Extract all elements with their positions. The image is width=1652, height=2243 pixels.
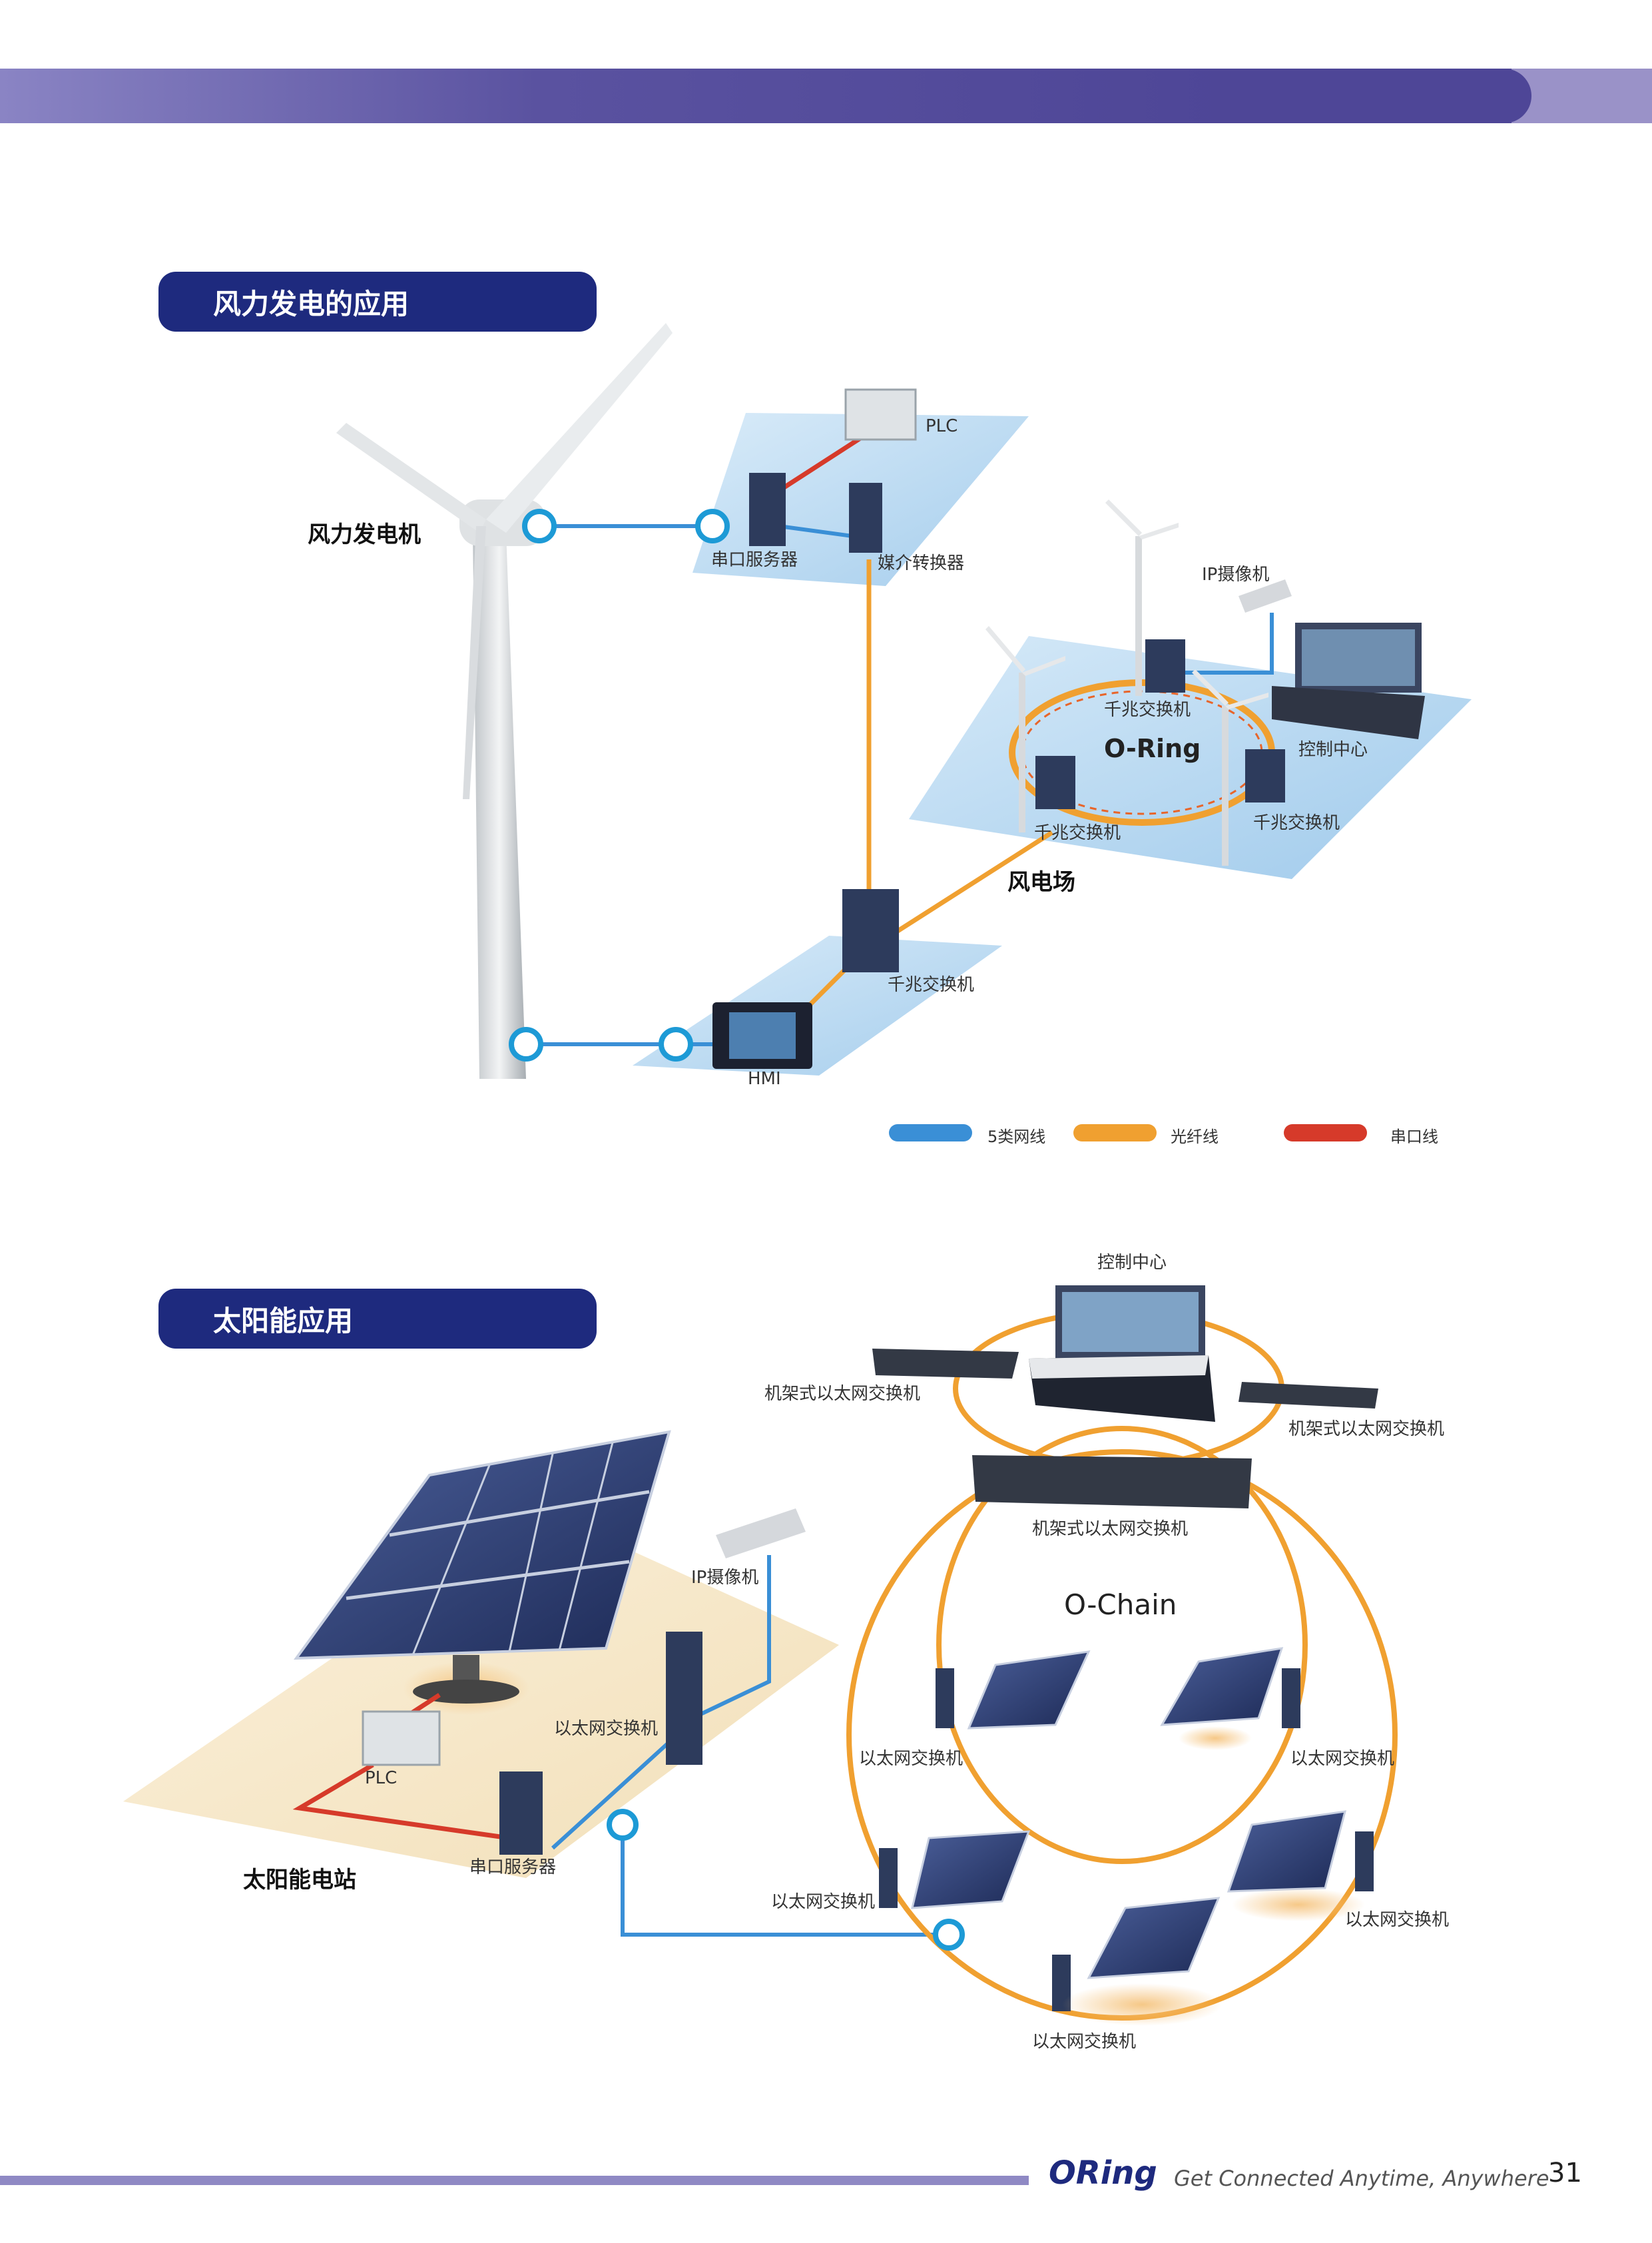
ethernet-cable-camera	[1175, 613, 1274, 675]
ethernet-cable-solar-camera	[698, 1555, 771, 1717]
rack-switch-left-device	[872, 1349, 1019, 1379]
fiber-cable-switch-farm	[894, 830, 1053, 934]
top-banner	[0, 69, 1538, 123]
field-panel-1	[936, 1650, 1091, 1730]
gig-switch-device-right	[1245, 749, 1285, 802]
solar-section-title-text: 太阳能应用	[213, 1304, 354, 1337]
gig-switch-device-top	[1145, 639, 1185, 693]
field-panel-2	[1160, 1647, 1300, 1750]
gig-switch-left-label: 千兆交换机	[1034, 823, 1121, 843]
ip-camera-label-solar: IP摄像机	[691, 1568, 759, 1588]
field-panel-5	[1052, 1897, 1222, 2026]
oring-logo: ORing	[1049, 2154, 1157, 2192]
legend-fiber-swatch	[1073, 1124, 1157, 1141]
eth-switch-4-label: 以太网交换机	[1345, 1910, 1450, 1930]
gig-switch-top-label: 千兆交换机	[1104, 700, 1191, 720]
plc-device-solar	[362, 1710, 441, 1766]
serial-server-label-solar: 串口服务器	[469, 1857, 557, 1877]
serial-server-device	[749, 473, 786, 546]
eth-switch-3-label: 以太网交换机	[771, 1892, 876, 1912]
eth-switch-5-label: 以太网交换机	[1032, 2032, 1137, 2052]
eth-switch-1-label: 以太网交换机	[859, 1749, 964, 1769]
top-banner-tip	[1512, 69, 1652, 123]
small-turbine-2	[1105, 499, 1179, 696]
ip-camera-device-solar	[716, 1508, 806, 1558]
node-chain	[933, 1919, 965, 1951]
hmi-screen	[729, 1012, 796, 1059]
node-station	[607, 1809, 639, 1841]
small-turbine-1	[985, 626, 1065, 832]
field-panel-4	[1227, 1810, 1374, 1921]
control-center-label-wind: 控制中心	[1298, 740, 1368, 760]
ip-camera-label-wind: IP摄像机	[1202, 565, 1270, 585]
ethernet-cable-serial-media	[778, 524, 853, 538]
plc-label-solar: PLC	[365, 1768, 398, 1788]
legend-serial-swatch	[1284, 1124, 1367, 1141]
solar-section-title: 太阳能应用	[158, 1289, 597, 1349]
ochain-inner-ring	[936, 1426, 1308, 1864]
eth-switch-2-label: 以太网交换机	[1290, 1749, 1395, 1769]
control-center-label-solar: 控制中心	[1097, 1253, 1167, 1273]
plc-device	[844, 388, 917, 441]
eth-switch-station-label: 以太网交换机	[554, 1719, 659, 1739]
gig-switch-right-label: 千兆交换机	[1253, 813, 1340, 833]
footer-tagline: Get Connected Anytime, Anywhere	[1174, 2166, 1549, 2191]
gig-switch-device-bottom	[842, 889, 899, 972]
hmi-label: HMI	[748, 1069, 781, 1089]
legend-serial-label: 串口线	[1390, 1127, 1438, 1146]
legend-ethernet-swatch	[889, 1124, 972, 1141]
control-center-device-solar	[1029, 1285, 1215, 1422]
solar-station-label: 太阳能电站	[243, 1867, 356, 1893]
rack-switch-right-label: 机架式以太网交换机	[1288, 1419, 1445, 1439]
rack-switch-center-device	[972, 1455, 1252, 1508]
solar-panel-array-image	[293, 1430, 671, 1704]
plc-label: PLC	[926, 416, 958, 436]
ochain-label: O-Chain	[1064, 1588, 1177, 1621]
legend-fiber-label: 光纤线	[1171, 1127, 1219, 1146]
gig-switch-device-left	[1035, 756, 1075, 809]
oring-label: O-Ring	[1104, 734, 1201, 763]
serial-server-device-solar	[499, 1771, 543, 1855]
turbine-label: 风力发电机	[308, 521, 421, 548]
media-converter-device	[849, 483, 882, 553]
wind-turbine-image	[336, 323, 673, 1079]
small-turbine-3	[1192, 669, 1268, 866]
control-center-device-wind	[1272, 623, 1425, 739]
node-turbine-top	[522, 509, 557, 543]
node-hmi	[659, 1027, 693, 1062]
gig-switch-bottom-label: 千兆交换机	[888, 975, 975, 995]
node-serial	[695, 509, 730, 543]
ip-camera-device-wind	[1239, 579, 1292, 613]
page-number: 31	[1548, 2158, 1582, 2188]
wind-farm-label: 风电场	[1007, 869, 1075, 896]
field-panel-3	[879, 1830, 1031, 1909]
wind-section-title-text: 风力发电的应用	[213, 287, 410, 320]
ethernet-cable-station-chain	[621, 1825, 949, 1937]
rack-switch-right-device	[1239, 1382, 1378, 1409]
serial-server-label: 串口服务器	[711, 550, 798, 570]
legend-ethernet-label: 5类网线	[987, 1127, 1046, 1146]
media-converter-label: 媒介转换器	[878, 553, 965, 573]
wind-section-title: 风力发电的应用	[158, 272, 597, 332]
eth-switch-device-station	[666, 1632, 702, 1765]
rack-switch-left-label: 机架式以太网交换机	[764, 1384, 921, 1404]
node-turbine-bottom	[509, 1027, 543, 1062]
rack-switch-center-label: 机架式以太网交换机	[1032, 1519, 1189, 1539]
footer-bar	[0, 2176, 1029, 2185]
